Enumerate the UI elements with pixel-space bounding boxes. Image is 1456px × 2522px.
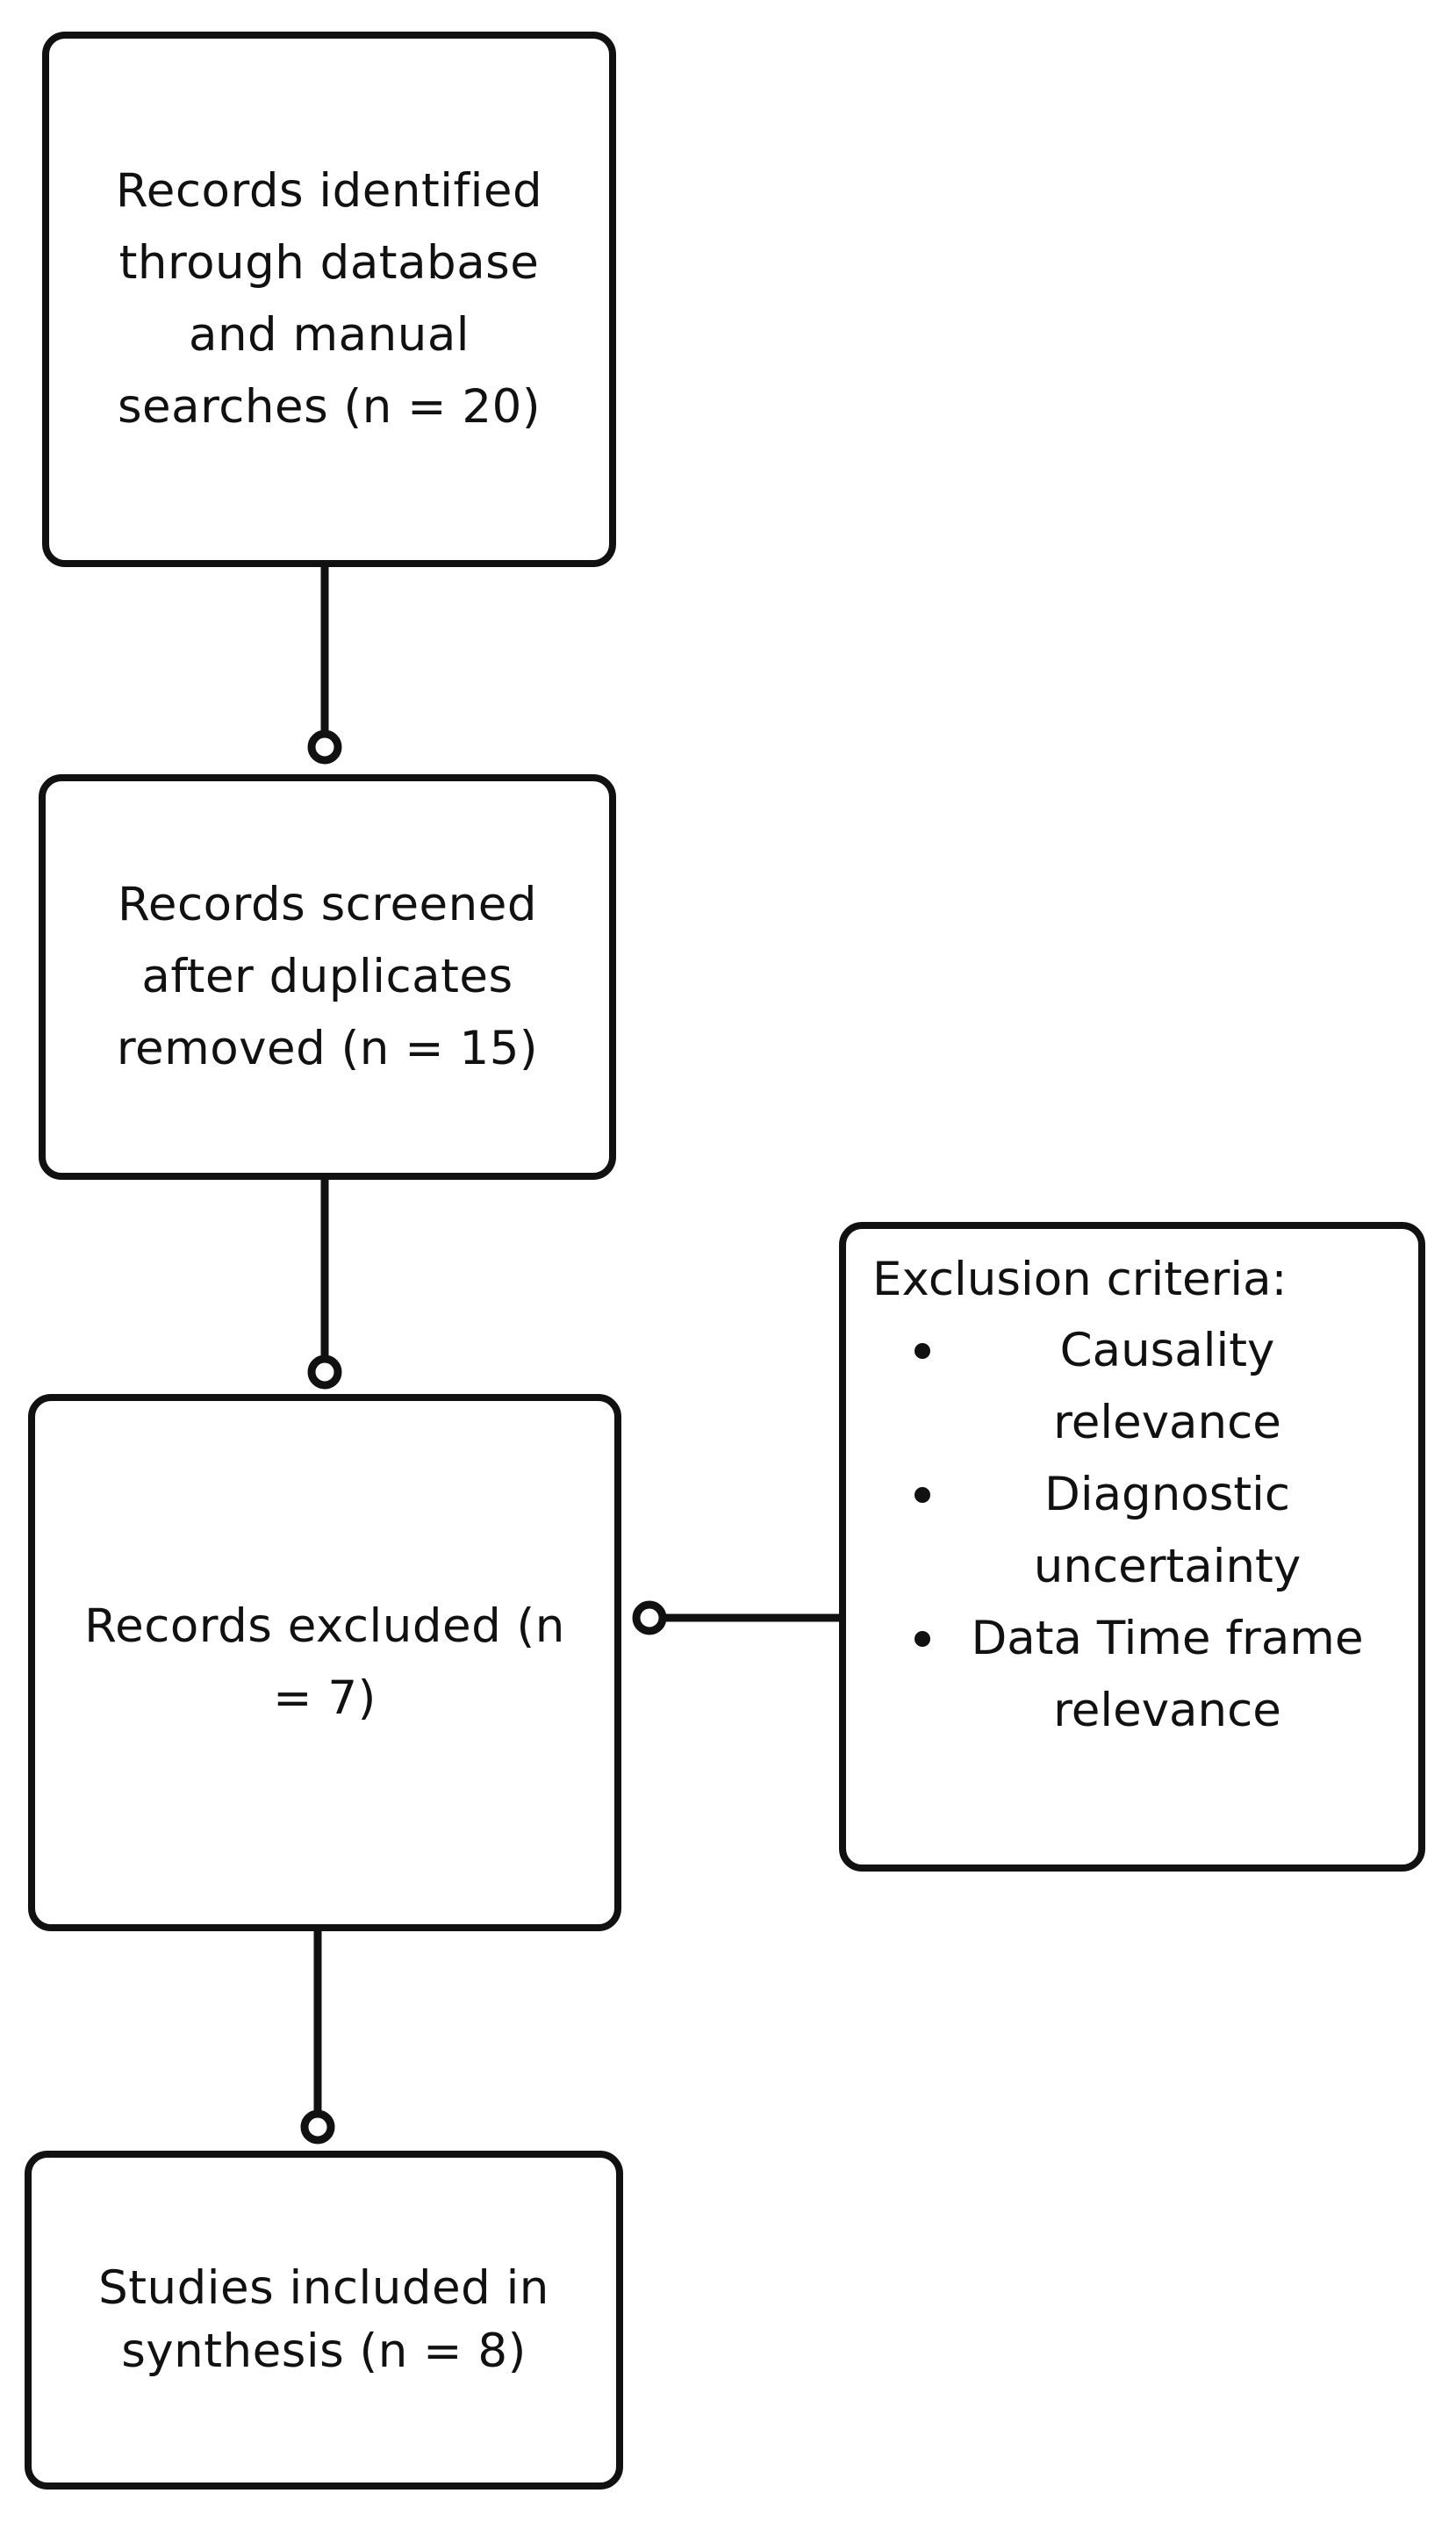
node-records-excluded-label: Records excluded (n = 7) bbox=[84, 1599, 565, 1725]
node-studies-included: Studies included in synthesis (n = 8) bbox=[25, 2151, 623, 2490]
connector-end-circle bbox=[632, 1600, 667, 1635]
node-records-screened: Records screened after duplicates remove… bbox=[39, 774, 616, 1180]
connector-end-circle bbox=[307, 1354, 342, 1390]
connector-end-circle bbox=[300, 2109, 335, 2145]
node-studies-included-label: Studies included in synthesis (n = 8) bbox=[98, 2261, 549, 2378]
exclusion-criteria-item-text: Diagnostic uncertainty bbox=[1033, 1468, 1302, 1593]
exclusion-criteria-heading: Exclusion criteria: bbox=[872, 1253, 1287, 1306]
bullet-icon bbox=[914, 1631, 930, 1647]
exclusion-criteria-list: Causality relevance Diagnostic uncertain… bbox=[864, 1315, 1401, 1747]
node-records-identified-label: Records identified through database and … bbox=[115, 164, 543, 434]
exclusion-criteria-item: Diagnostic uncertainty bbox=[864, 1459, 1401, 1603]
node-records-excluded: Records excluded (n = 7) bbox=[28, 1394, 621, 1931]
exclusion-criteria-item: Causality relevance bbox=[864, 1315, 1401, 1459]
exclusion-criteria-item: Data Time frame relevance bbox=[864, 1603, 1401, 1747]
exclusion-criteria-item-text: Causality relevance bbox=[1053, 1324, 1281, 1449]
exclusion-criteria-item-text: Data Time frame relevance bbox=[971, 1612, 1364, 1737]
node-records-identified: Records identified through database and … bbox=[42, 32, 616, 567]
bullet-icon bbox=[914, 1487, 930, 1503]
node-exclusion-criteria: Exclusion criteria: Causality relevance … bbox=[839, 1222, 1425, 1872]
bullet-icon bbox=[914, 1343, 930, 1359]
connector-end-circle bbox=[307, 729, 342, 765]
node-records-screened-label: Records screened after duplicates remove… bbox=[116, 878, 539, 1075]
